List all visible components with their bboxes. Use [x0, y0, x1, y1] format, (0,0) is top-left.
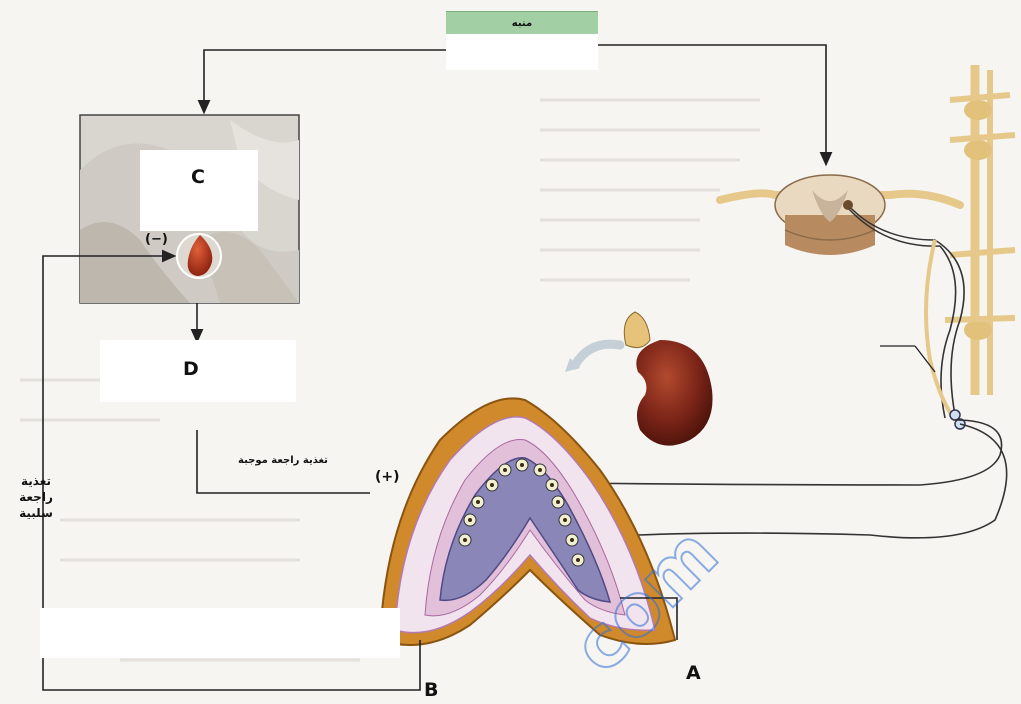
stimulus-box-body	[446, 34, 598, 70]
stimulus-box: منبه	[446, 11, 598, 35]
arrow-stimulus-to-pituitary	[204, 50, 446, 108]
label-B: B	[424, 679, 438, 701]
negative-feedback-label: تغذية راجعة سلبية	[4, 473, 68, 521]
kidney-illustration	[565, 312, 713, 446]
label-A: A	[686, 662, 701, 684]
label-box-C	[140, 150, 258, 231]
spinal-cord-illustration	[720, 175, 960, 255]
positive-feedback-label: تغذية راجعة موجبة	[238, 455, 328, 466]
arrow-stimulus-to-spinal-cord	[598, 45, 826, 160]
label-C: C	[191, 166, 205, 188]
negative-feedback-sign: (−)	[145, 232, 168, 247]
nerve-fibers	[575, 420, 1007, 538]
positive-feedback-sign: (+)	[375, 469, 400, 485]
blank-box-bottom	[40, 608, 400, 658]
negative-feedback-line1: تغذية راجعة	[4, 473, 68, 505]
label-D: D	[183, 358, 199, 380]
stimulus-label: منبه	[512, 18, 532, 29]
negative-feedback-line2: سلبية	[4, 505, 68, 521]
sympathetic-chain	[880, 65, 1015, 429]
